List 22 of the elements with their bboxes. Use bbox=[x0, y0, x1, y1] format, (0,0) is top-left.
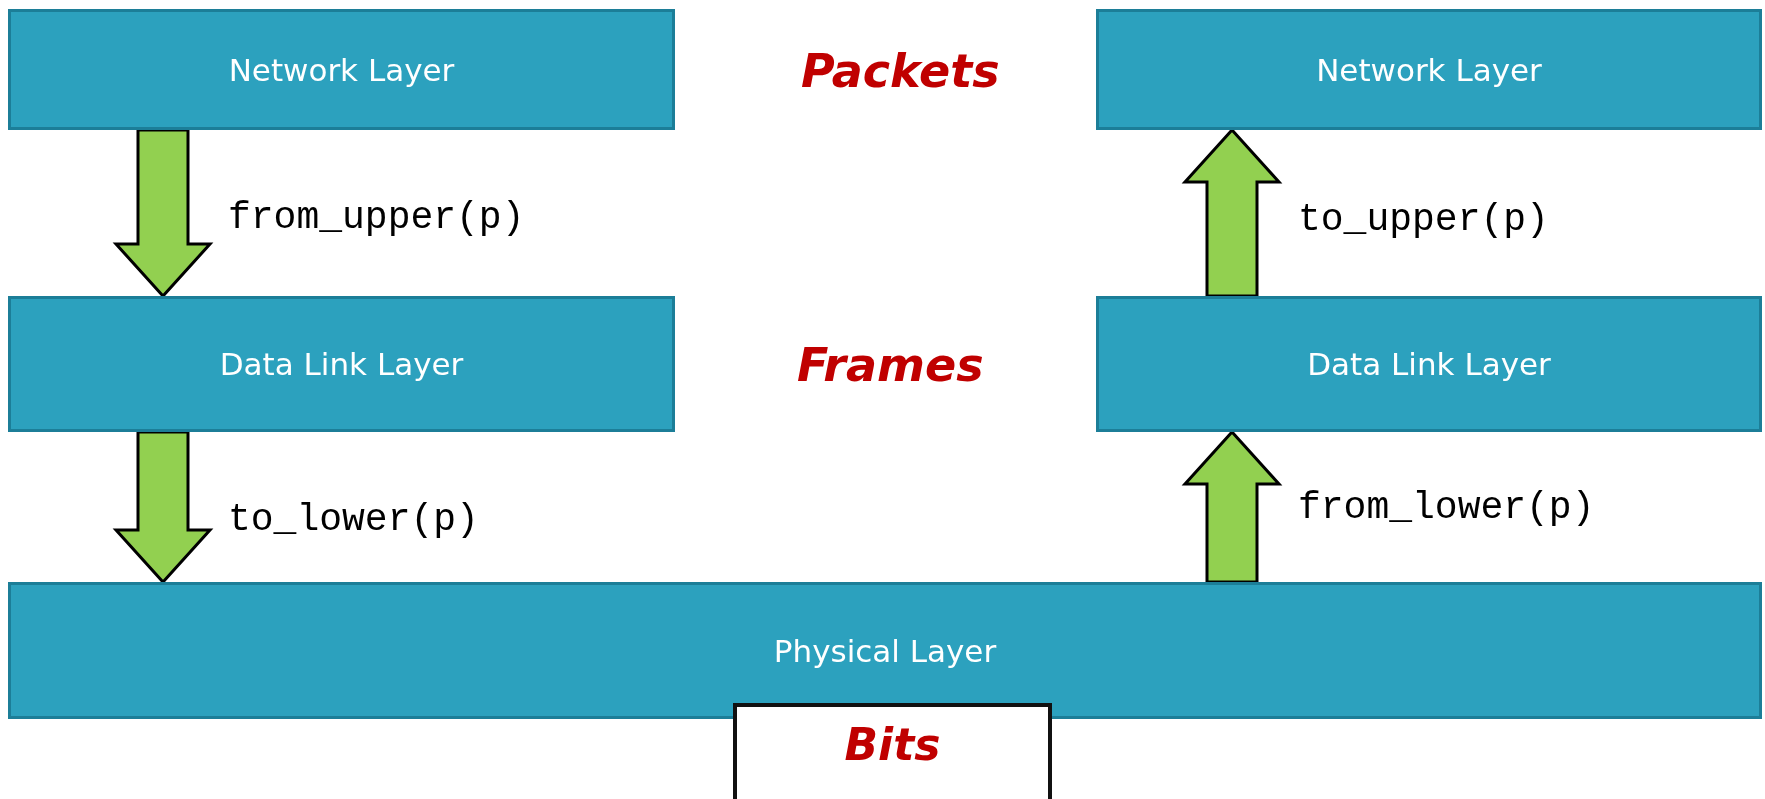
layer-label: Network Layer bbox=[228, 51, 455, 88]
function-label: from_lower(p) bbox=[1298, 486, 1595, 529]
function-label: from_upper(p) bbox=[228, 196, 525, 239]
block-arrow bbox=[112, 430, 214, 585]
layer-box bbox=[8, 582, 1762, 719]
tag-box bbox=[733, 703, 1052, 799]
block-arrow bbox=[1181, 429, 1283, 584]
layer-box bbox=[1096, 9, 1762, 130]
layer-box bbox=[1096, 296, 1762, 432]
layer-label: Network Layer bbox=[1316, 51, 1542, 88]
layer-label: Physical Layer bbox=[773, 632, 997, 669]
layer-box bbox=[8, 9, 675, 130]
layer-box bbox=[8, 296, 675, 432]
unit-label: Frames bbox=[797, 338, 984, 392]
unit-label: Packets bbox=[801, 44, 1000, 98]
layer-label: Bits bbox=[844, 719, 941, 770]
block-arrow bbox=[1181, 127, 1283, 298]
layer-label: Data Link Layer bbox=[219, 346, 464, 382]
function-label: to_lower(p) bbox=[228, 498, 479, 541]
layer-label: Data Link Layer bbox=[1307, 346, 1551, 382]
function-label: to_upper(p) bbox=[1298, 198, 1549, 241]
block-arrow bbox=[112, 128, 214, 299]
